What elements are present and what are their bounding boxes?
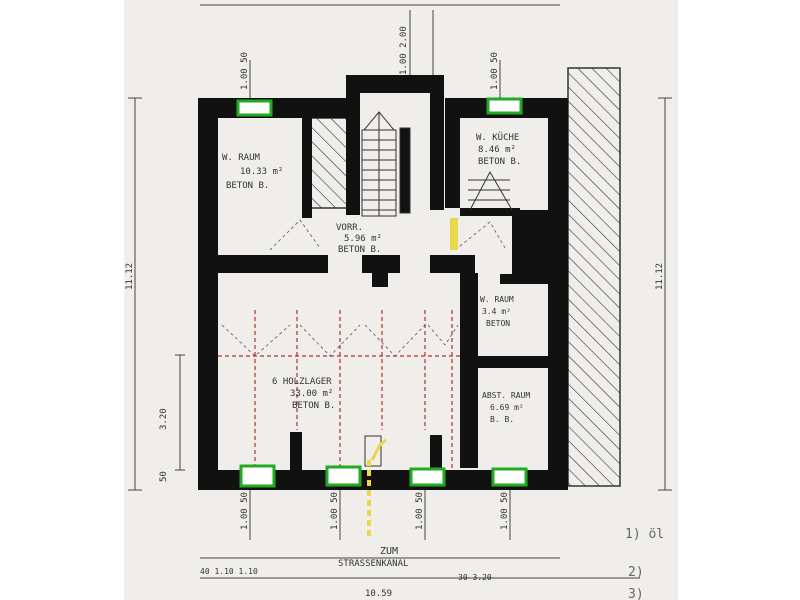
room-abstellraum-floor: B. B. (490, 415, 514, 424)
wall-bottom (198, 470, 568, 490)
dim-bottom-center-right: 1.00 50 (415, 492, 425, 530)
room-wohnraum-name: W. RAUM (222, 153, 261, 163)
window-bottom-2 (325, 465, 362, 487)
annotation-strassenkanal: STRASSENKANAL (338, 559, 408, 569)
dim-top-right: 1.00 50 (490, 52, 500, 90)
chimney-hatched (309, 117, 349, 209)
wall-kitchen-sep (460, 208, 520, 216)
dim-top-left: 1.00 50 (240, 52, 250, 90)
wall-top-left (198, 98, 348, 118)
windows (236, 97, 528, 488)
timber-beams (218, 310, 460, 470)
neighbour-wall-hatched (567, 67, 621, 487)
wall-stub (372, 273, 388, 287)
kitchen-steps (468, 170, 513, 211)
dim-row-small: 40 1.10 1.10 (200, 567, 258, 576)
room-vorraum-floor: BETON B. (338, 245, 381, 255)
room-kueche-floor: BETON B. (478, 157, 521, 167)
wall-wc-left (460, 273, 478, 468)
dim-row-right: 30 3.20 (458, 573, 492, 582)
wall-mid-center (362, 255, 400, 273)
dim-left-bottom: 50 (159, 471, 169, 482)
room-wohnraum-floor: BETON B. (226, 181, 269, 191)
dim-right-height: 11.12 (655, 263, 665, 290)
wall-right (548, 98, 568, 490)
drain-pipe (364, 218, 458, 540)
dimension-labels: 11.12 11.12 1.00 2.00 1.00 50 1.00 50 3.… (125, 26, 665, 599)
dim-bottom-right: 1.00 50 (500, 492, 510, 530)
room-kueche-name: W. KÜCHE (476, 132, 519, 143)
wall-stair-left (346, 75, 360, 215)
staircase (361, 111, 411, 217)
window-bottom-4 (491, 467, 528, 487)
room-wc-area: 3.4 m² (482, 307, 511, 316)
left-margin (0, 0, 124, 600)
wall-wc-top (500, 274, 550, 284)
annotations: ZUM STRASSENKANAL 1) öl 2) 3) (338, 527, 664, 600)
wall-kitchen-bottom (512, 210, 548, 274)
window-top-left (236, 99, 273, 117)
room-vorraum-area: 5.96 m² (344, 234, 382, 244)
annotation-zum: ZUM (380, 546, 398, 557)
wall-mid-left (198, 255, 328, 273)
dim-total-width: 10.59 (365, 589, 392, 599)
dimension-lines (128, 4, 672, 579)
room-holzlager-floor: BETON B. (292, 401, 335, 411)
hand-note: 1) öl (625, 527, 664, 542)
room-wc-name: W. RAUM (480, 295, 514, 304)
room-vorraum-name: VORR. (336, 223, 363, 233)
dim-bottom-center: 1.00 50 (330, 492, 340, 530)
wall-stair-top (346, 75, 444, 93)
wall-stair-right (430, 75, 444, 210)
room-labels: W. RAUM 10.33 m² BETON B. W. KÜCHE 8.46 … (222, 132, 530, 424)
window-bottom-1 (239, 464, 276, 488)
hand-number-3: 3) (628, 587, 644, 600)
room-wohnraum-area: 10.33 m² (240, 167, 283, 177)
dim-left-section: 3.20 (159, 408, 169, 430)
wall-left (198, 98, 218, 490)
room-holzlager-area: 33.00 m² (290, 389, 333, 399)
bracing-lines (221, 219, 506, 357)
window-bottom-3 (409, 467, 446, 487)
wall-pier-left (290, 432, 302, 472)
room-wc-floor: BETON (486, 319, 510, 328)
dim-left-height: 11.12 (125, 263, 135, 290)
dim-top-center: 1.00 2.00 (399, 26, 409, 75)
wall-wc-bottom (474, 356, 548, 368)
window-top-right (486, 97, 523, 115)
wall-kitchen-left (445, 98, 460, 208)
dim-bottom-left: 1.00 50 (240, 492, 250, 530)
room-holzlager-name: 6 HOLZLAGER (272, 377, 332, 387)
wall-chimney (302, 118, 312, 218)
wall-pier-right (430, 435, 442, 472)
room-kueche-area: 8.46 m² (478, 145, 516, 155)
right-margin (678, 0, 800, 600)
wall-mid-right (430, 255, 475, 273)
hand-number-2: 2) (628, 565, 644, 580)
walls (198, 75, 568, 490)
room-abstellraum-area: 6.69 m² (490, 403, 524, 412)
room-abstellraum-name: ABST. RAUM (482, 391, 530, 400)
